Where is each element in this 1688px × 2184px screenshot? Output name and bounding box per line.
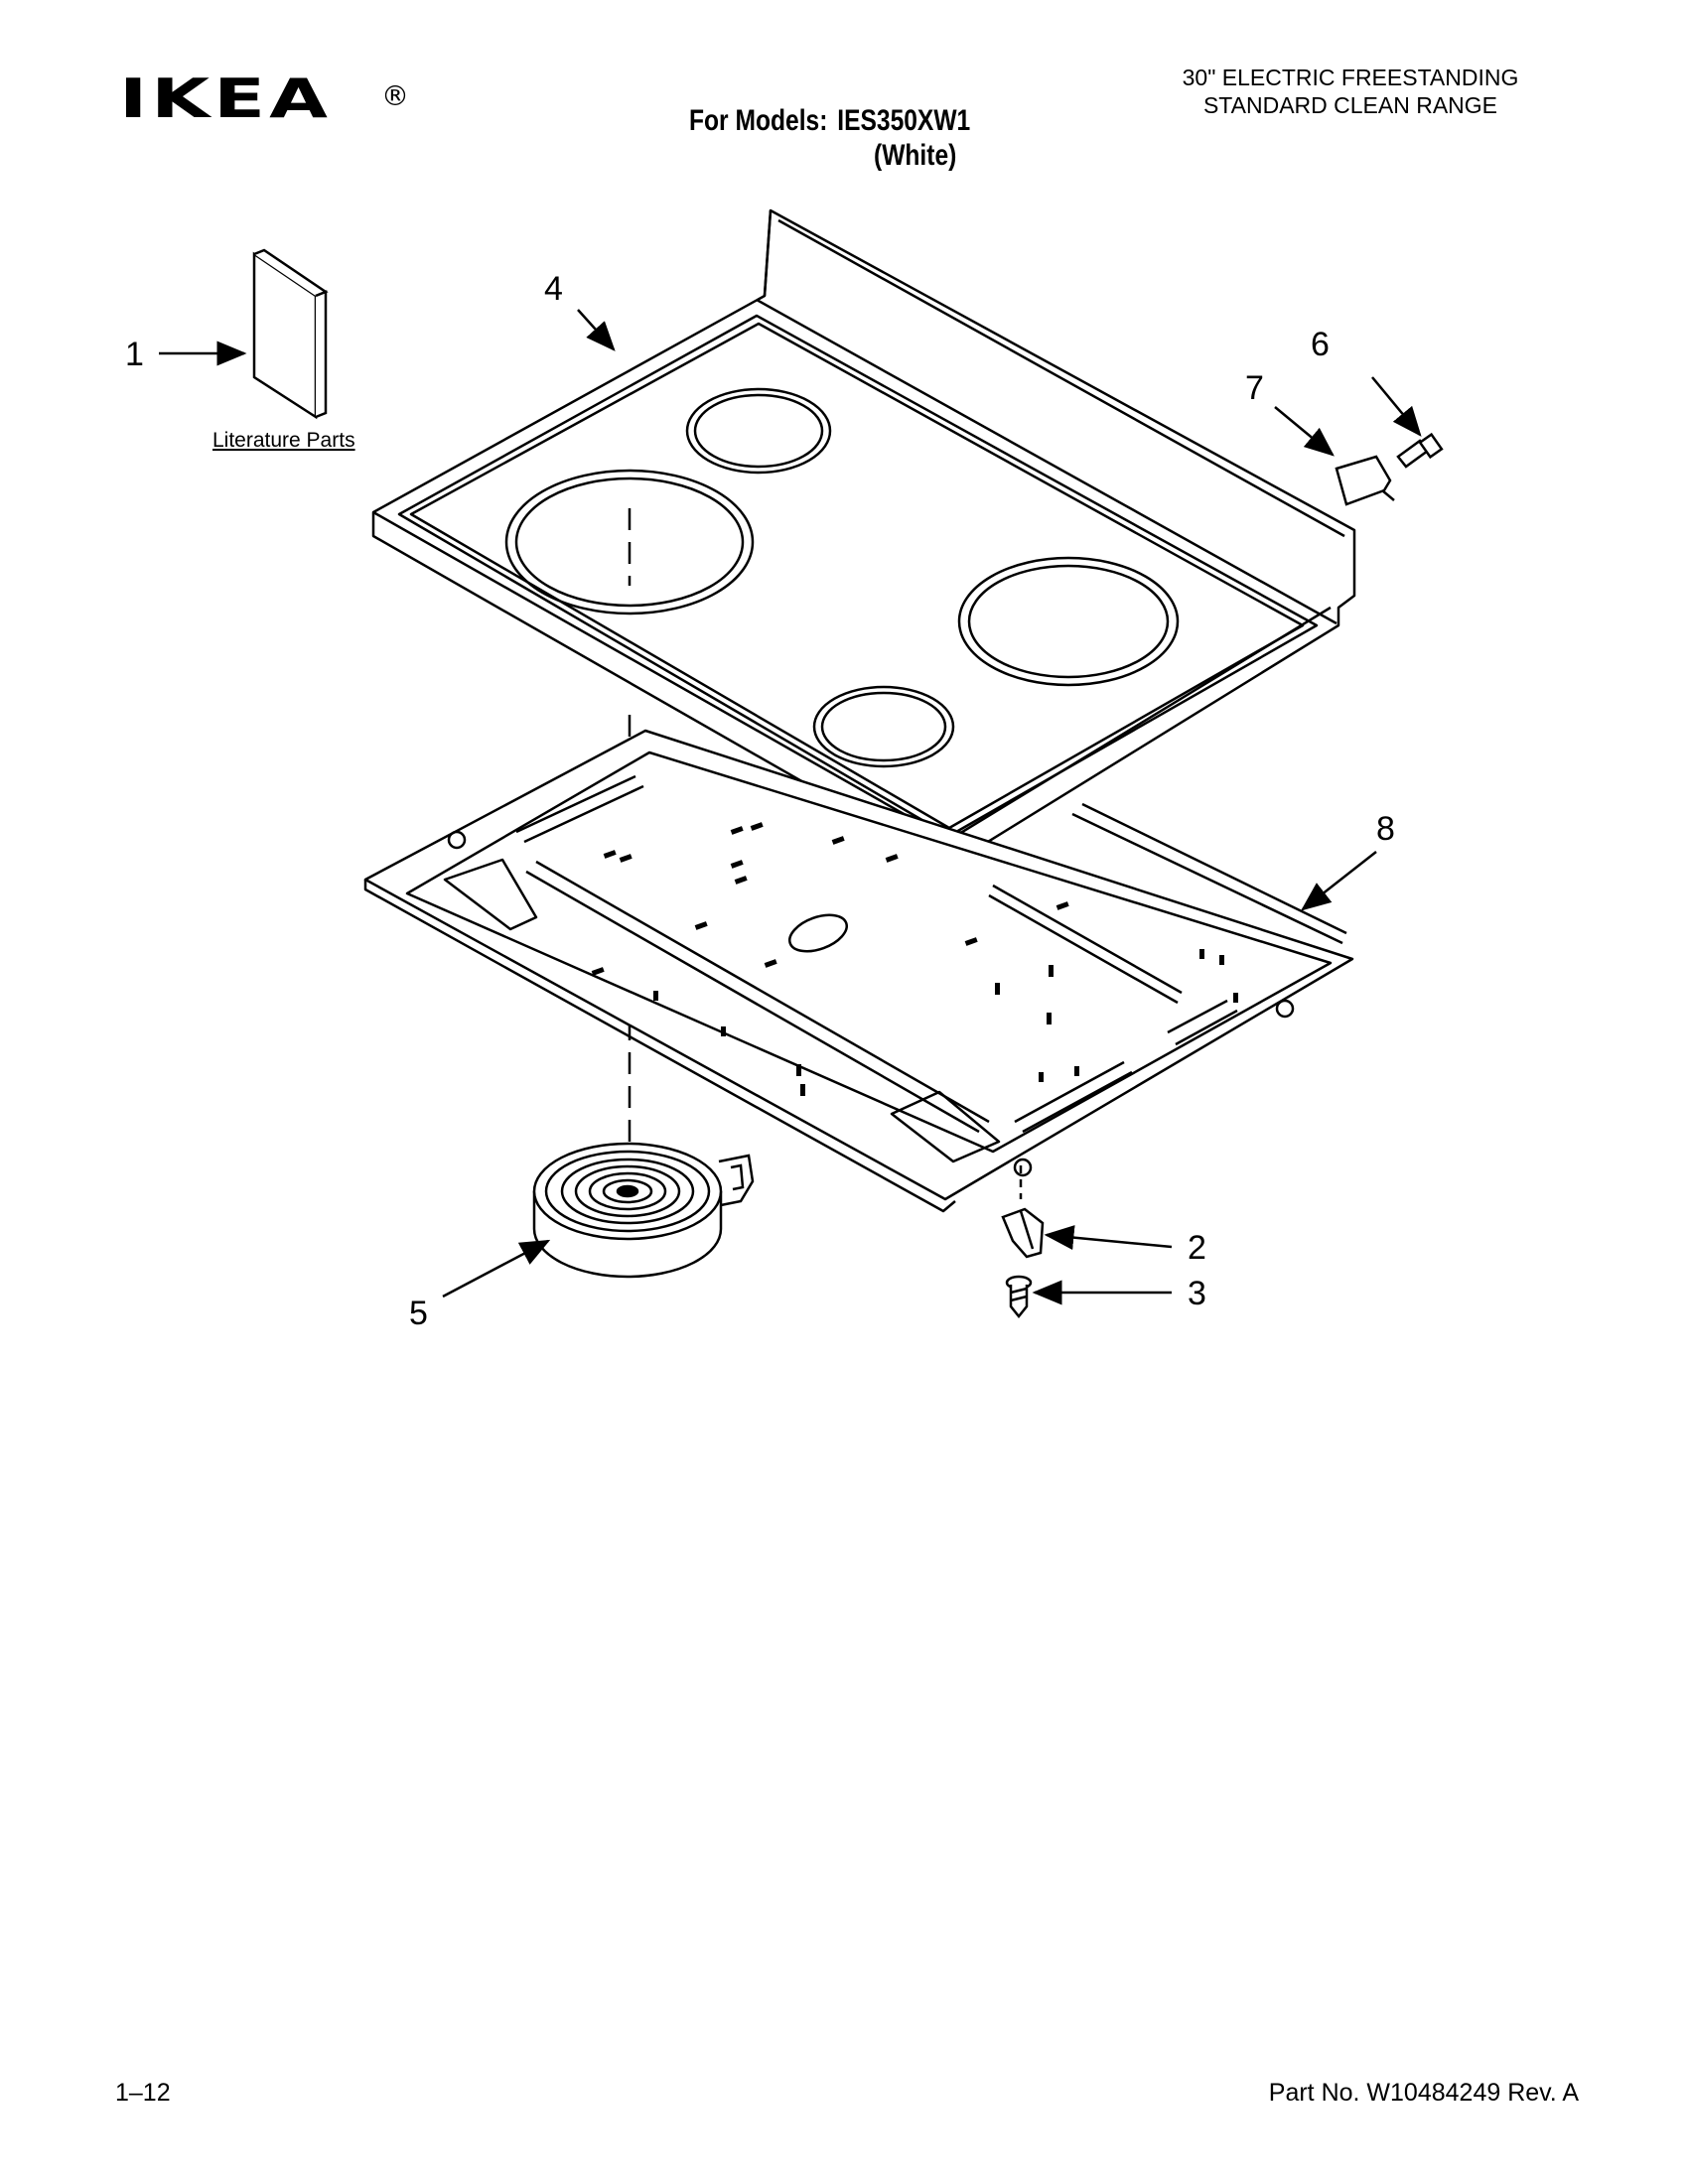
part-number: Part No. W10484249 Rev. A: [1268, 2079, 1579, 2107]
document-title: 30" ELECTRIC FREESTANDING STANDARD CLEAN…: [1142, 64, 1559, 119]
terminal-block: [1335, 455, 1395, 506]
callout-6: 6: [1311, 326, 1330, 363]
literature-booklet: [252, 248, 329, 420]
title-line-2: STANDARD CLEAN RANGE: [1202, 92, 1498, 118]
callout-5: 5: [409, 1295, 428, 1332]
models-label: For Models:: [689, 104, 828, 137]
model-color: (White): [874, 139, 957, 172]
callout-7: 7: [1245, 369, 1264, 407]
callout-3: 3: [1188, 1275, 1206, 1312]
mounting-bracket: [1001, 1207, 1045, 1259]
registered-mark: ®: [381, 79, 409, 112]
burner-box: [363, 729, 1354, 1213]
title-line-1: 30" ELECTRIC FREESTANDING: [1182, 65, 1519, 90]
models-line: For Models: IES350XW1: [689, 103, 970, 139]
callout-4: 4: [544, 270, 563, 308]
model-number: IES350XW1: [837, 104, 971, 137]
surface-element: [532, 1142, 755, 1279]
cooktop: [371, 208, 1356, 868]
callout-8: 8: [1376, 810, 1395, 848]
pan-slots: [591, 822, 1238, 1096]
literature-parts-label: Literature Parts: [212, 429, 355, 452]
callout-1: 1: [125, 336, 144, 373]
ikea-logo: IKEA: [119, 66, 332, 131]
mounting-screw: [1396, 432, 1444, 469]
callout-2: 2: [1188, 1229, 1206, 1267]
bracket-screw: [1005, 1275, 1033, 1319]
page-number: 1–12: [115, 2079, 171, 2107]
